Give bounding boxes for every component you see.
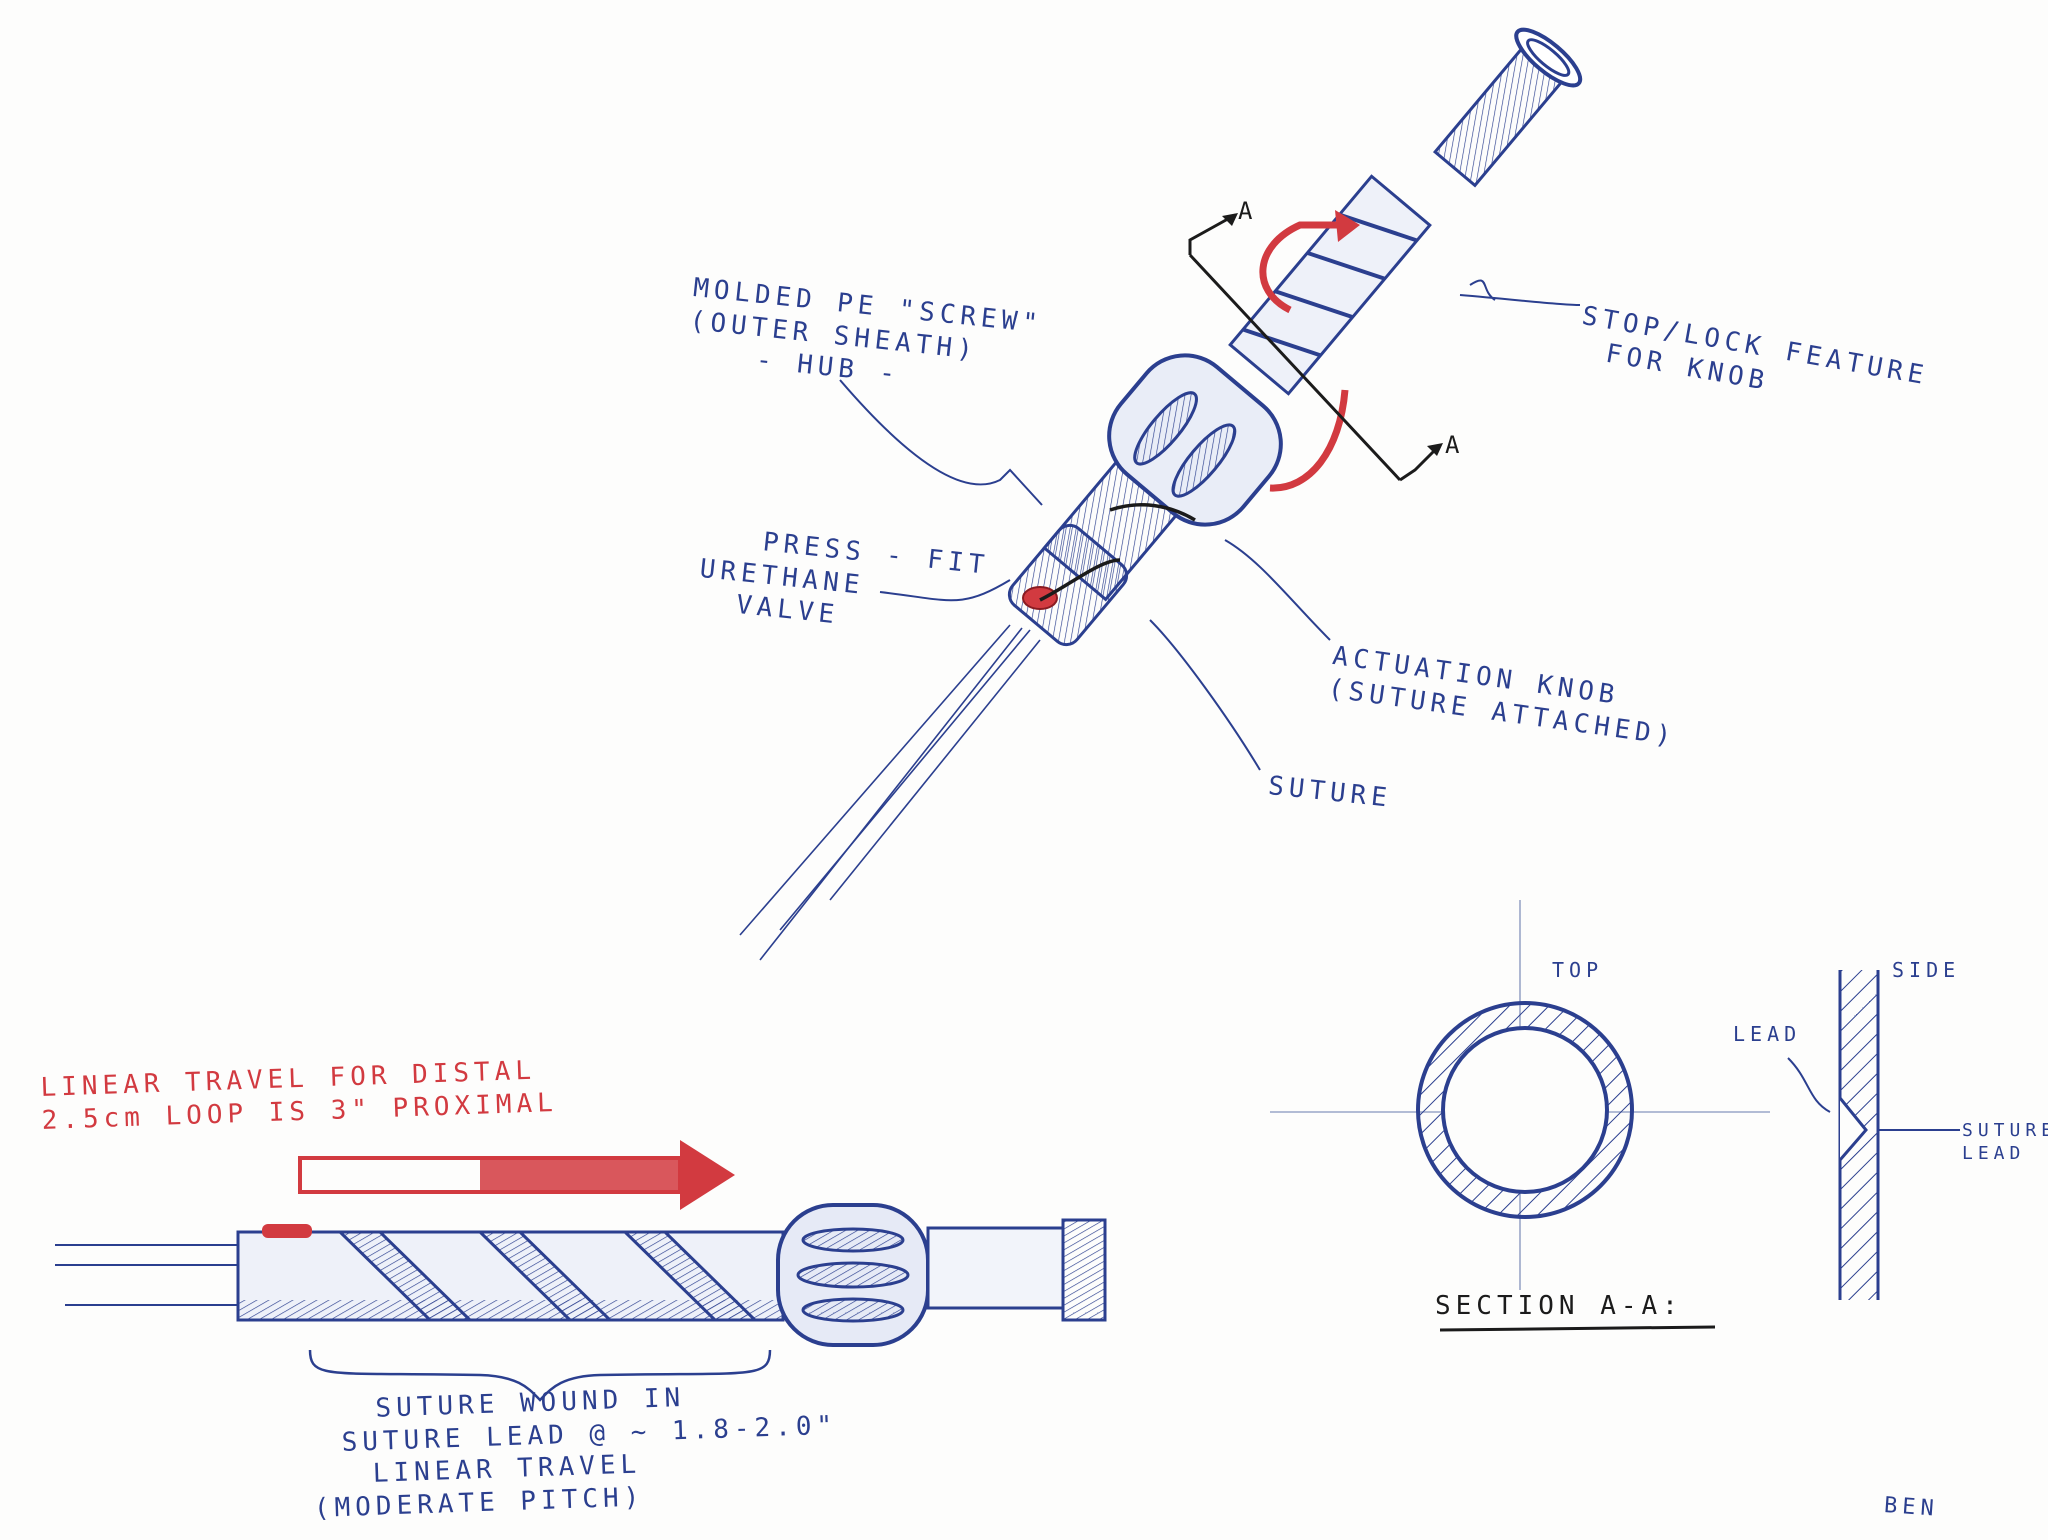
thread-flights <box>336 1230 759 1322</box>
section-line-a-a <box>1188 213 1442 482</box>
label-side: SIDE <box>1892 958 1961 982</box>
urethane-valve-mark <box>1022 586 1058 610</box>
section-a-a-view <box>1270 900 1960 1332</box>
label-top: TOP <box>1552 958 1604 982</box>
label-suture-lead-line-2: LEAD <box>1962 1142 2026 1164</box>
side-wall-detail <box>1787 970 1960 1300</box>
isometric-device-view <box>739 27 1583 961</box>
label-suture-lead-line-1: SUTURE <box>1962 1120 2048 1141</box>
proximal-port <box>1432 27 1583 188</box>
section-marker-bottom: A <box>1445 431 1465 459</box>
section-tube-inner <box>1441 1026 1609 1194</box>
side-view-device <box>55 1140 1107 1402</box>
suture-line <box>1039 503 1196 602</box>
suture-lead-red-mark <box>262 1224 312 1238</box>
section-title: SECTION A-A: <box>1435 1291 1683 1321</box>
label-lead: LEAD <box>1733 1022 1802 1046</box>
label-suture-wound: SUTURE WOUND IN SUTURE LEAD @ ~ 1.8-2.0"… <box>310 1377 840 1525</box>
label-suture-lead: SUTURE LEAD <box>1962 1120 2048 1165</box>
section-marker-top: A <box>1238 197 1258 225</box>
rotation-arrows <box>1259 221 1350 492</box>
wound-brace <box>308 1349 772 1402</box>
leader-lines <box>839 279 1581 771</box>
catheter-shaft <box>739 624 1041 961</box>
linear-travel-arrow <box>298 1140 735 1210</box>
actuation-knob <box>1107 353 1283 527</box>
signature: BEN <box>1883 1492 1940 1522</box>
threaded-screw <box>1228 174 1432 396</box>
